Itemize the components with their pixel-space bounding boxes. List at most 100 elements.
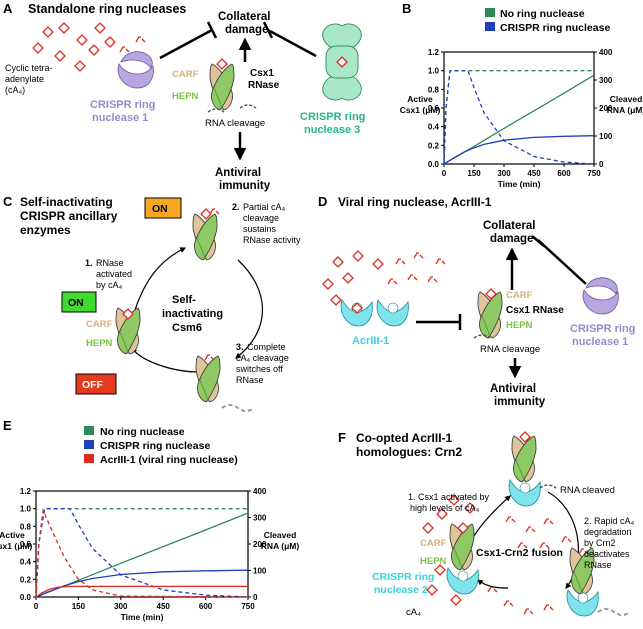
x-tick-label: 150 [72, 602, 86, 611]
collateral-a-2: damage [225, 24, 268, 36]
series-line [35, 508, 248, 598]
step2-num: 2. [232, 202, 240, 212]
csx1-protein-a [209, 63, 235, 111]
step3-4: RNase [236, 375, 264, 385]
csx1-protein-d [477, 291, 503, 339]
panel-e: E No ring nuclease CRISPR ring nuclease … [0, 418, 299, 622]
panel-c-title-3: enzymes [20, 223, 71, 237]
acr-label: AcrIII-1 [352, 335, 389, 347]
y-tick-label-right: 0 [599, 160, 604, 169]
y-tick-label-right: 400 [253, 487, 267, 496]
x-tick-label: 750 [241, 602, 255, 611]
hepn-a: HEPN [172, 91, 199, 102]
y-tick-label-left: 0.6 [428, 104, 440, 113]
ring-nuclease-1-icon [117, 51, 154, 89]
series-line [443, 70, 595, 165]
step2-1: Partial cA₄ [243, 202, 286, 212]
y-tick-label-left: 0.8 [20, 522, 32, 531]
y-tick-label-left: 1.2 [428, 48, 440, 57]
y-axis-label-left-2: Csx1 (μM) [400, 105, 441, 115]
panel-c-title-2: CRISPR ancillary [20, 209, 118, 223]
y-tick-label-left: 0.0 [20, 593, 32, 602]
x-tick-label: 0 [34, 602, 39, 611]
acr-dimer-2-icon [376, 299, 409, 327]
step2-4: RNase activity [243, 235, 301, 245]
hepn-d: HEPN [506, 320, 533, 331]
panel-f-title-1: Co-opted AcrIII-1 [356, 431, 453, 445]
legend-e-0: No ring nuclease [100, 426, 185, 438]
y-axis-label-right-2: RNA (μM) [261, 541, 300, 551]
y-tick-label-right: 300 [599, 76, 613, 85]
step3-1: Complete [247, 342, 286, 352]
collateral-d-1: Collateral [483, 220, 535, 232]
legend-e-2: AcrIII-1 (viral ring nuclease) [100, 454, 238, 466]
carf-a: CARF [172, 69, 199, 80]
y-axis-label-left-1: Active [0, 530, 25, 540]
series-line [35, 569, 249, 598]
y-tick-label-left: 1.0 [20, 505, 32, 514]
panel-c-title-1: Self-inactivating [20, 195, 113, 209]
step1-1: RNase [96, 258, 124, 268]
x-tick-label: 600 [199, 602, 213, 611]
y-tick-label-left: 0.4 [20, 558, 32, 567]
rn1-d-1: CRISPR ring [570, 323, 635, 335]
x-tick-label: 300 [497, 169, 511, 178]
y-axis-label-left-2: Csx1 (μM) [0, 541, 32, 551]
y-tick-label-left: 0.0 [428, 160, 440, 169]
panel-b-letter: B [402, 1, 411, 16]
carf-f: CARF [420, 538, 447, 549]
step3-3: switches off [236, 364, 283, 374]
y-tick-label-left: 1.0 [428, 67, 440, 76]
hepn-c: HEPN [86, 338, 113, 349]
rn2-f-2: nuclease 2 [374, 584, 428, 596]
series-line [35, 507, 249, 598]
panel-d: D Viral ring nuclease, AcrIII-1 Collater… [318, 194, 635, 408]
panel-b: B No ring nuclease CRISPR ring nuclease … [400, 1, 643, 189]
y-tick-label-right: 0 [253, 593, 258, 602]
x-tick-label: 150 [467, 169, 481, 178]
carf-c: CARF [86, 319, 113, 330]
panel-d-letter: D [318, 194, 327, 209]
x-tick-label: 0 [442, 169, 447, 178]
x-tick-label: 600 [557, 169, 571, 178]
step1-f-1: 1. Csx1 activated by [408, 492, 490, 502]
panel-c: C Self-inactivating CRISPR ancillary enz… [3, 194, 301, 412]
csm6-top [192, 213, 218, 261]
rn1-label-2: nuclease 1 [92, 112, 148, 124]
panel-f-title-2: homologues: Crn2 [356, 445, 462, 459]
collateral-d-2: damage [490, 233, 533, 245]
x-tick-label: 450 [527, 169, 541, 178]
y-axis-label-right-2: RNA (μM) [607, 105, 643, 115]
rn1-d-2: nuclease 1 [572, 336, 628, 348]
fusion-top [511, 435, 537, 483]
rna-cleavage-a: RNA cleavage [205, 118, 265, 129]
y-tick-label-left: 0.6 [20, 540, 32, 549]
panel-d-title: Viral ring nuclease, AcrIII-1 [338, 195, 492, 209]
y-tick-label-right: 100 [253, 567, 267, 576]
y-tick-label-right: 200 [253, 540, 267, 549]
y-tick-label-right: 400 [599, 48, 613, 57]
csx1-a-1: Csx1 [250, 68, 274, 79]
y-tick-label-right: 100 [599, 132, 613, 141]
y-tick-label-right: 200 [599, 104, 613, 113]
series-line [35, 585, 248, 598]
on-left: ON [68, 297, 84, 309]
rna-cleavage-d: RNA cleavage [480, 344, 540, 355]
panel-a-title: Standalone ring nucleases [28, 2, 186, 16]
plot-frame [443, 51, 595, 165]
y-tick-label-right: 300 [253, 514, 267, 523]
step3-2: cA₄ cleavage [236, 353, 289, 363]
ca4-f: cA₄ [406, 607, 421, 618]
ring-nuclease-3-icon [322, 23, 362, 101]
step2-2: cleavage [243, 213, 279, 223]
x-tick-label: 750 [587, 169, 601, 178]
csm6-center-2: inactivating [162, 308, 223, 320]
collateral-a-1: Collateral [218, 11, 270, 23]
csm6-center-1: Self- [172, 294, 196, 306]
series-line [443, 70, 594, 165]
plot-frame [35, 490, 249, 598]
ca4-molecules-d [322, 250, 446, 306]
off-label: OFF [82, 379, 104, 391]
